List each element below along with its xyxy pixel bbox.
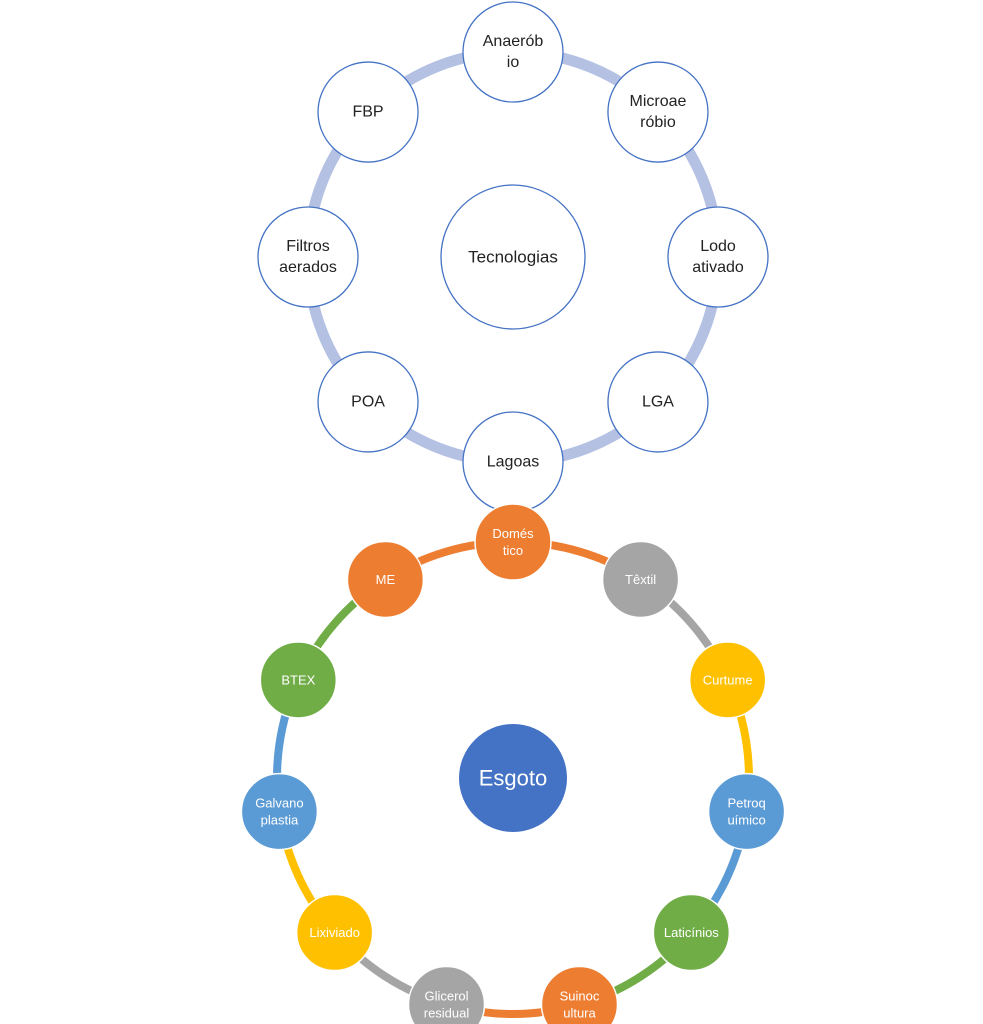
node-lagoas[interactable]: Lagoas	[462, 411, 564, 513]
node-shape	[407, 965, 486, 1024]
node-curtume[interactable]: Curtume	[688, 641, 767, 719]
node-label: plastia	[261, 813, 299, 828]
center-node-label: Tecnologias	[468, 248, 558, 267]
node-label: Lodo	[700, 238, 736, 255]
node-shape	[607, 61, 709, 163]
node-label: uímico	[727, 813, 765, 828]
node-shape	[317, 61, 419, 163]
node-label: Suinoc	[560, 988, 600, 1003]
node-label: Filtros	[286, 238, 330, 255]
node-lodoativado[interactable]: Lodo ativado	[667, 206, 769, 308]
node-label: Domés	[492, 526, 534, 541]
node-label: ME	[376, 572, 396, 587]
node-shape	[474, 503, 552, 581]
node-label: Petroq	[727, 796, 765, 811]
node-me[interactable]: ME	[346, 540, 425, 619]
node-suinocultura[interactable]: Suinoc ultura	[540, 965, 619, 1024]
node-label: Galvano	[255, 796, 303, 811]
node-label: FBP	[352, 104, 383, 121]
node-label: Laticínios	[664, 925, 719, 940]
node-shape	[607, 351, 709, 453]
node-shape	[240, 772, 319, 851]
node-galvanoplastia[interactable]: Galvano plastia	[240, 772, 319, 851]
node-shape	[601, 540, 680, 619]
node-label: BTEX	[281, 672, 315, 687]
node-label: io	[507, 54, 520, 71]
node-shape	[707, 772, 786, 851]
node-shape	[462, 1, 564, 103]
node-shape	[317, 351, 419, 453]
node-label: Têxtil	[625, 572, 656, 587]
node-laticinios[interactable]: Laticínios	[652, 893, 731, 972]
node-textil[interactable]: Têxtil	[601, 540, 680, 619]
node-label: Anaerób	[483, 33, 544, 50]
node-label: ultura	[563, 1005, 596, 1020]
node-label: Microae	[630, 93, 687, 110]
node-label: ativado	[692, 259, 744, 276]
node-poa[interactable]: POA	[317, 351, 419, 453]
node-filtrosaerados[interactable]: Filtros aerados	[257, 206, 359, 308]
center-node-shape	[440, 184, 586, 330]
node-lga[interactable]: LGA	[607, 351, 709, 453]
node-shape	[295, 893, 374, 972]
node-label: Lixiviado	[309, 925, 360, 940]
node-label: LGA	[642, 393, 674, 410]
node-label: tico	[503, 543, 523, 558]
node-label: Lagoas	[487, 454, 540, 471]
node-lixiviado[interactable]: Lixiviado	[295, 893, 374, 972]
node-label: aerados	[279, 259, 337, 276]
node-fbp[interactable]: FBP	[317, 61, 419, 163]
node-glicerolresidual[interactable]: Glicerol residual	[407, 965, 486, 1024]
node-label: róbio	[640, 114, 676, 131]
center-node-esgoto[interactable]: Esgoto	[459, 724, 567, 832]
node-anaerobio[interactable]: Anaerób io	[462, 1, 564, 103]
center-node-label: Esgoto	[479, 766, 548, 791]
node-label: POA	[351, 393, 385, 410]
node-shape	[688, 641, 767, 719]
node-shape	[652, 893, 731, 972]
node-shape	[346, 540, 425, 619]
node-shape	[259, 641, 338, 719]
node-petroquimico[interactable]: Petroq uímico	[707, 772, 786, 851]
node-shape	[540, 965, 619, 1024]
node-label: Glicerol	[424, 988, 468, 1003]
node-shape	[667, 206, 769, 308]
node-btex[interactable]: BTEX	[259, 641, 338, 719]
node-shape	[257, 206, 359, 308]
node-label: Curtume	[703, 672, 753, 687]
center-node-tecnologias[interactable]: Tecnologias	[440, 184, 586, 330]
node-label: residual	[424, 1005, 470, 1020]
node-microaerobio[interactable]: Microae róbio	[607, 61, 709, 163]
center-node-shape	[459, 724, 567, 832]
node-domestico[interactable]: Domés tico	[474, 503, 552, 581]
